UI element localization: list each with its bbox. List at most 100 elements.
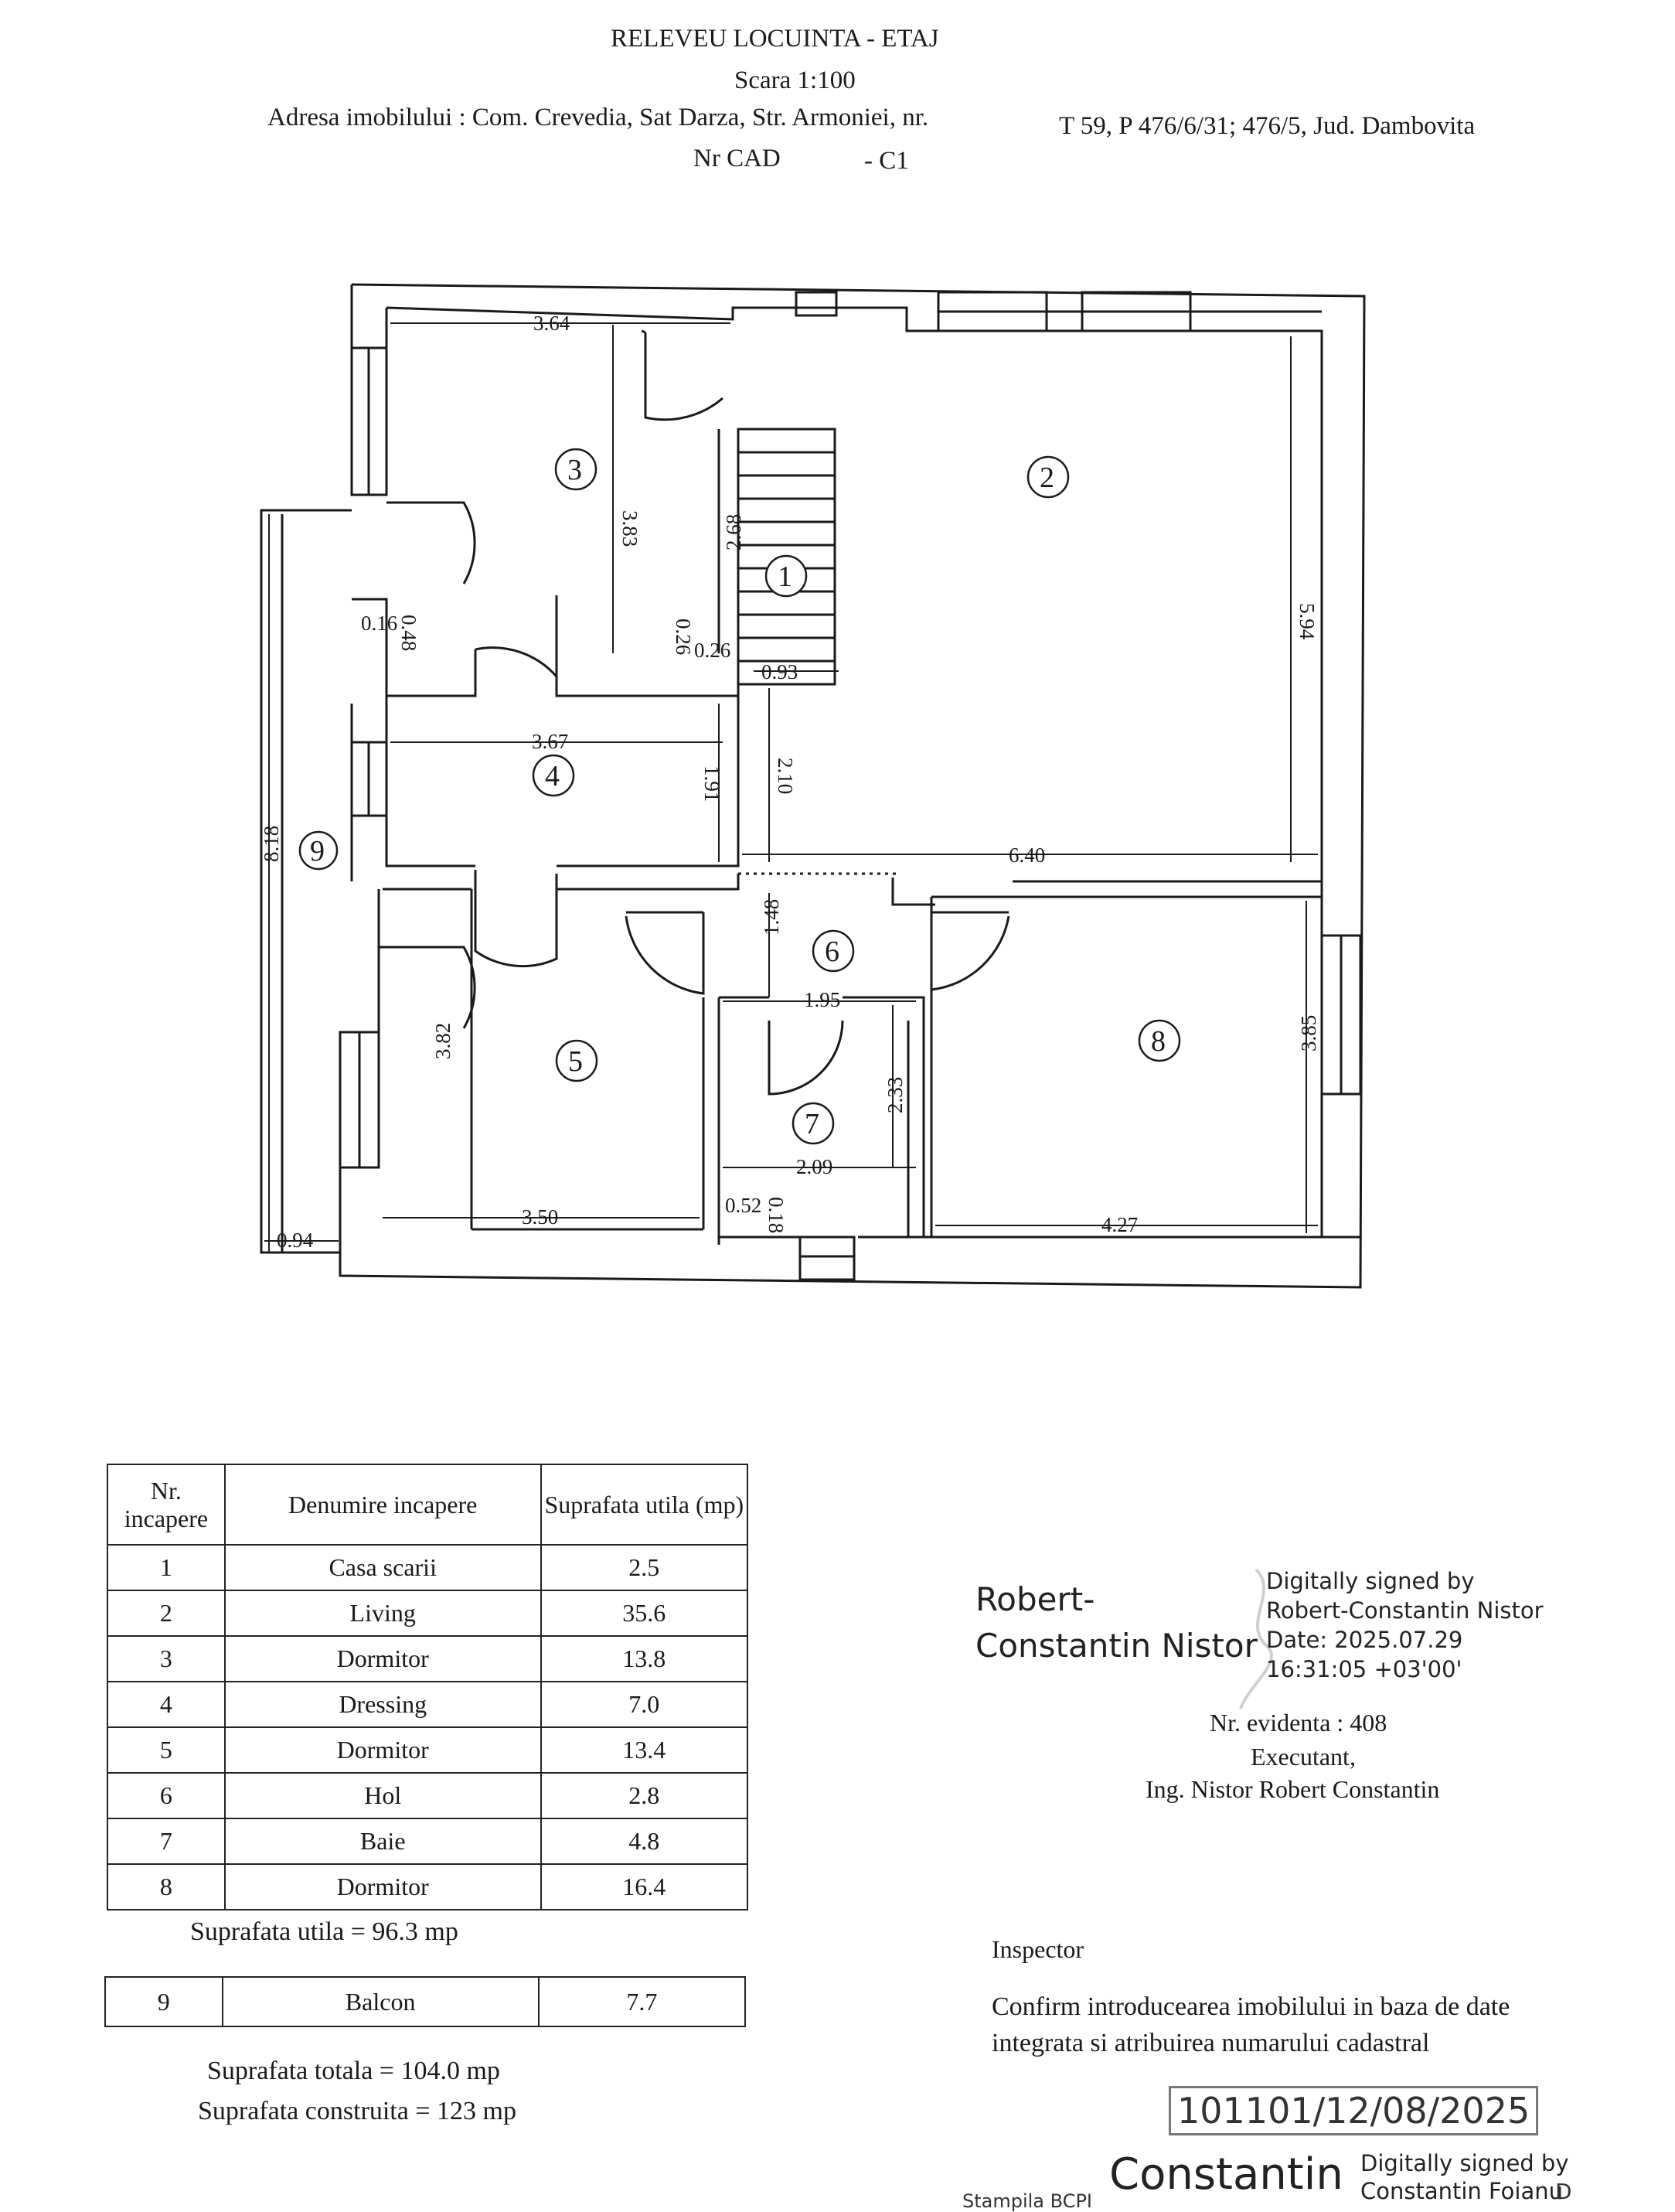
door-swings [379,329,1010,1096]
row-name: Dormitor [223,1863,542,1910]
room-number: 5 [568,1045,583,1078]
row-name: Baie [223,1818,542,1865]
built-area: Suprafata construita = 123 mp [198,2097,516,2125]
row-name: Dressing [223,1681,542,1728]
row-name: Dormitor [223,1635,542,1682]
stamp-label: Stampila BCPI [962,2190,1092,2212]
evidenta-number: Nr. evidenta : 408 [1210,1709,1387,1737]
row-nr: 5 [107,1726,226,1774]
dim-text: 1.95 [804,988,840,1011]
row-area: 4.8 [540,1818,749,1865]
room-number: 2 [1040,462,1054,494]
dim-text: 3.64 [533,312,570,335]
row-name: Living [223,1590,542,1637]
scale-label: Scara 1:100 [734,66,856,94]
row-nr: 8 [107,1863,226,1910]
room-number: 8 [1151,1025,1166,1058]
dim-text: 2.10 [774,758,797,794]
row-name: Dormitor [223,1726,542,1774]
dimension-lines [264,322,1318,1253]
dim-text: 3.82 [431,1023,454,1059]
address-left: Adresa imobilului : Com. Crevedia, Sat D… [267,104,929,131]
header-nr: Nr. incapere [107,1464,226,1546]
cad-suffix: - C1 [864,147,909,175]
row-nr: 6 [107,1772,226,1819]
header-name: Denumire incapere [223,1464,542,1546]
row-name: Hol [223,1772,542,1819]
row-nr: 1 [107,1544,226,1591]
row-area: 13.4 [540,1726,749,1774]
cadastral-number-stamp: 101101/12/08/2025 [1169,2086,1539,2135]
document-title: RELEVEU LOCUINTA - ETAJ [611,25,939,53]
room-marker-circle [554,448,597,491]
room-marker-circle [792,1102,835,1145]
room-marker-circle [1138,1019,1181,1062]
dim-text: 0.26 [694,639,730,662]
row-area: 16.4 [540,1863,749,1910]
confirm-line1: Confirm introducearea imobilului in baza… [992,1992,1510,2021]
dim-text: 5.94 [1295,603,1319,640]
engineer-name: Ing. Nistor Robert Constantin [1146,1775,1440,1803]
signature-detail-line: Digitally signed by [1360,2150,1569,2176]
row-name: Casa scarii [223,1544,542,1591]
dim-text: 0.48 [397,615,420,651]
row-area: 13.8 [540,1635,749,1682]
dim-text: 8.18 [260,826,283,862]
room-number: 1 [778,561,792,593]
dim-text: 0.16 [361,612,397,635]
signer-name-line1: Robert- [975,1580,1095,1618]
signature-detail-line: Digitally signed by [1266,1568,1475,1594]
dim-text: 0.52 [725,1194,761,1217]
signature-detail-line: 16:31:05 +03'00' [1266,1656,1462,1682]
room-marker-circle [555,1039,598,1082]
dim-text: 3.67 [532,730,568,753]
signature-watermark-icon [1239,1568,1274,1709]
row-nr: 9 [104,1976,223,2027]
dim-text: 4.27 [1101,1213,1138,1236]
dim-text: 0.93 [761,660,798,683]
useful-area-total: Suprafata utila = 96.3 mp [190,1917,458,1946]
header-area: Suprafata utila (mp) [540,1464,749,1546]
floor-plan: 3.64 3.83 2.68 0.16 0.48 0.26 0.26 0.93 … [260,283,1366,1289]
room-marker-circle [764,554,808,598]
executant-label: Executant, [1251,1743,1356,1771]
rooms-table: Nr. incapere Denumire incapere Suprafata… [107,1464,749,1910]
row-nr: 7 [107,1818,226,1865]
dim-text: 2.68 [722,514,745,550]
table-row: 9 Balcon 7.7 [104,1976,747,2027]
room-marker-circle [532,754,575,797]
total-area: Suprafata totala = 104.0 mp [207,2057,500,2085]
table-header-row: Nr. incapere Denumire incapere Suprafata… [107,1464,749,1546]
cad-label: Nr CAD [693,145,781,172]
signer-name-line2: Constantin Nistor [975,1627,1258,1665]
dim-text: 2.33 [883,1077,907,1113]
dim-text: 3.85 [1297,1015,1320,1051]
dim-text: 0.26 [672,619,695,655]
room-marker-circle [298,830,339,871]
dim-text: 1.91 [700,765,723,802]
signature-details: Digitally signed by Robert-Constantin Ni… [1266,1566,1544,1684]
signer2-name: Constantin [1109,2149,1343,2200]
signature-detail-line: Date: 2025.07.29 [1266,1627,1463,1653]
confirm-line2: integrata si atribuirea numarului cadast… [992,2029,1430,2057]
room-marker-circle [1026,455,1070,499]
row-nr: 2 [107,1590,226,1637]
dim-text: 1.48 [760,899,783,936]
dim-text: 0.94 [277,1229,314,1252]
row-area: 2.8 [540,1772,749,1819]
address-right: T 59, P 476/6/31; 476/5, Jud. Dambovita [1059,112,1476,140]
edge-text: D [1555,2179,1572,2204]
dim-text: 2.09 [796,1155,832,1178]
dim-text: 3.50 [522,1205,558,1229]
room-number: 4 [545,760,560,792]
signature-detail-line: Robert-Constantin Nistor [1266,1597,1544,1624]
room-number: 7 [805,1108,819,1140]
row-area: 7.7 [537,1976,747,2027]
